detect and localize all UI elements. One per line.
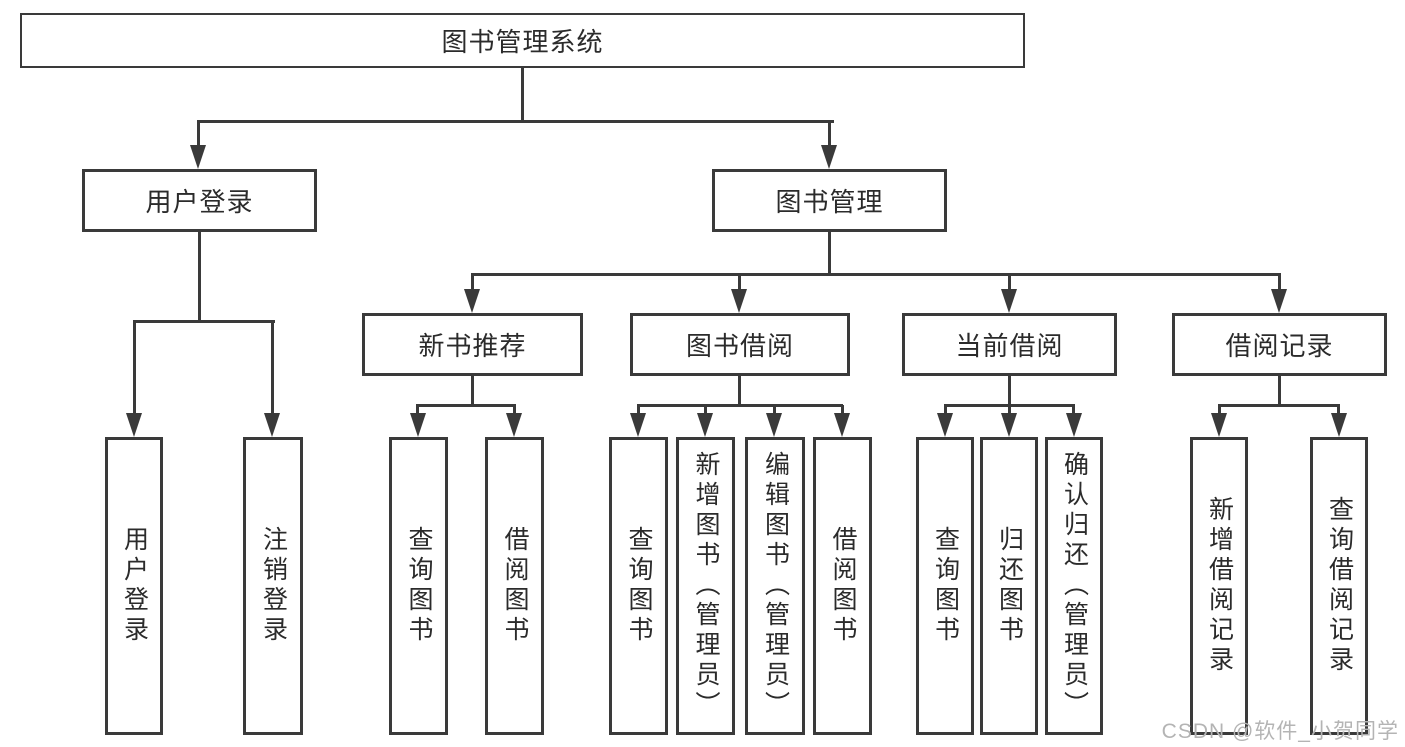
leaf-user-login: 用户登录 <box>105 437 163 735</box>
connector-line <box>197 120 834 123</box>
arrow-down-icon <box>834 413 850 437</box>
connector-line <box>1008 274 1011 290</box>
arrow-down-icon <box>190 145 206 169</box>
connector-line <box>133 321 136 415</box>
connector-line <box>197 121 200 147</box>
leaf-query-books-2: 查询图书 <box>609 437 668 735</box>
connector-line <box>944 405 947 415</box>
leaf-return-books: 归还图书 <box>980 437 1038 735</box>
arrow-down-icon <box>264 413 280 437</box>
arrow-down-icon <box>937 413 953 437</box>
connector-line <box>738 376 741 406</box>
leaf-query-books: 查询图书 <box>389 437 448 735</box>
arrow-down-icon <box>1331 413 1347 437</box>
arrow-down-icon <box>821 145 837 169</box>
connector-line <box>1278 274 1281 290</box>
leaf-add-borrow-record: 新增借阅记录 <box>1190 437 1248 735</box>
node-user-login: 用户登录 <box>82 169 317 232</box>
arrow-down-icon <box>766 413 782 437</box>
node-current-borrow: 当前借阅 <box>902 313 1117 376</box>
connector-line <box>828 121 831 147</box>
connector-line <box>637 404 843 407</box>
arrow-down-icon <box>630 413 646 437</box>
arrow-down-icon <box>126 413 142 437</box>
csdn-watermark: CSDN @软件_小贺同学 <box>1161 720 1399 743</box>
connector-line <box>1008 376 1011 406</box>
node-library-system: 图书管理系统 <box>20 13 1025 68</box>
connector-line <box>271 321 274 415</box>
connector-line <box>198 232 201 320</box>
connector-line <box>773 405 776 415</box>
connector-line <box>1278 376 1281 406</box>
connector-line <box>133 320 275 323</box>
connector-line <box>513 405 516 415</box>
arrow-down-icon <box>410 413 426 437</box>
connector-line <box>1008 405 1011 415</box>
node-borrow-record: 借阅记录 <box>1172 313 1387 376</box>
leaf-query-borrow-record: 查询借阅记录 <box>1310 437 1368 735</box>
connector-line <box>1218 405 1221 415</box>
leaf-confirm-return-admin: 确认归还（管理员） <box>1045 437 1103 735</box>
arrow-down-icon <box>464 289 480 313</box>
connector-line <box>637 405 640 415</box>
node-book-borrow: 图书借阅 <box>630 313 850 376</box>
leaf-query-books-3: 查询图书 <box>916 437 974 735</box>
node-book-management: 图书管理 <box>712 169 947 232</box>
leaf-add-books-admin: 新增图书（管理员） <box>676 437 735 735</box>
connector-line <box>828 232 831 276</box>
connector-line <box>841 405 844 415</box>
arrow-down-icon <box>697 413 713 437</box>
arrow-down-icon <box>1001 289 1017 313</box>
arrow-down-icon <box>731 289 747 313</box>
leaf-borrow-books-2: 借阅图书 <box>813 437 872 735</box>
connector-line <box>521 68 524 123</box>
arrow-down-icon <box>1271 289 1287 313</box>
connector-line <box>1337 405 1340 415</box>
connector-line <box>1072 405 1075 415</box>
connector-line <box>416 405 419 415</box>
arrow-down-icon <box>506 413 522 437</box>
arrow-down-icon <box>1211 413 1227 437</box>
connector-line <box>471 273 1281 276</box>
connector-line <box>471 376 474 406</box>
leaf-borrow-books: 借阅图书 <box>485 437 544 735</box>
arrow-down-icon <box>1001 413 1017 437</box>
connector-line <box>704 405 707 415</box>
connector-line <box>1218 404 1340 407</box>
leaf-edit-books-admin: 编辑图书（管理员） <box>745 437 805 735</box>
node-new-book-recommend: 新书推荐 <box>362 313 583 376</box>
leaf-logout-login: 注销登录 <box>243 437 303 735</box>
connector-line <box>738 274 741 290</box>
connector-line <box>416 404 516 407</box>
connector-line <box>471 274 474 290</box>
arrow-down-icon <box>1066 413 1082 437</box>
